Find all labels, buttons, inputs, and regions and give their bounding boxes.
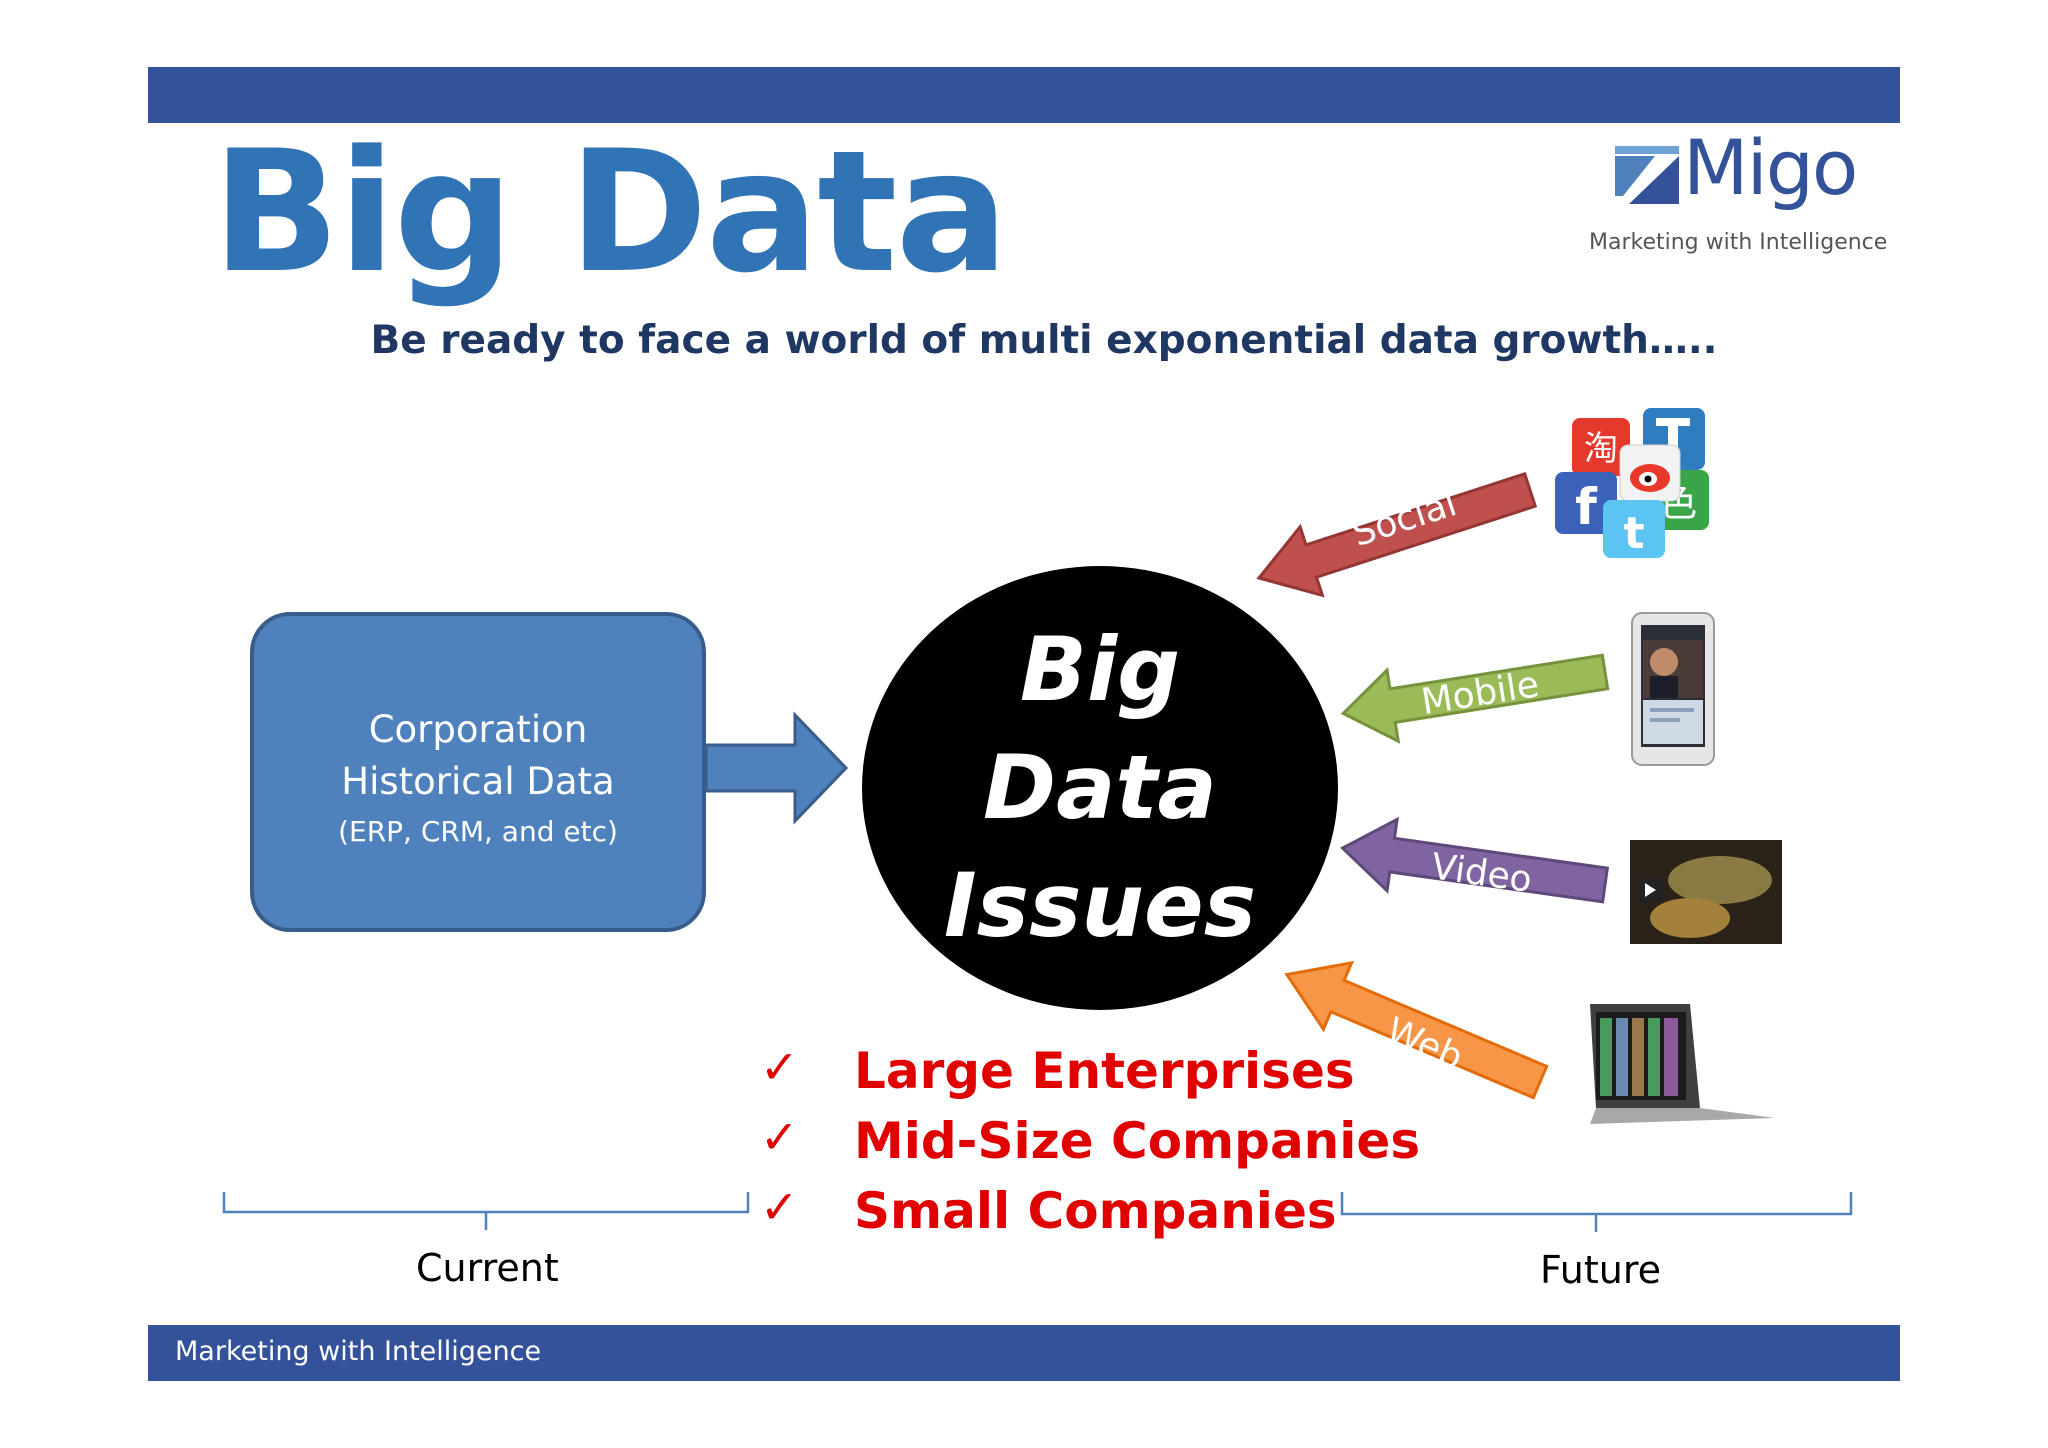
future-label: Future [1540, 1248, 1662, 1292]
current-brace [222, 1192, 750, 1230]
checkmark-icon: ✓ [760, 1040, 799, 1094]
checklist-label: Small Companies [854, 1182, 1337, 1240]
top-banner [148, 67, 1900, 123]
logo-tagline: Marketing with Intelligence [1589, 230, 1888, 255]
mobile-arrow-label: Mobile [1419, 664, 1542, 723]
footer-tagline: Marketing with Intelligence [175, 1336, 542, 1367]
svg-text:t: t [1623, 508, 1644, 559]
big-data-issues-circle: Big Data Issues [862, 566, 1338, 1010]
current-label: Current [416, 1246, 559, 1290]
current-to-issues-arrow [704, 711, 849, 825]
slide-subtitle: Be ready to face a world of multi expone… [370, 318, 1718, 363]
checklist-label: Mid-Size Companies [854, 1112, 1421, 1170]
historical-line-1: Corporation [368, 708, 588, 751]
circle-line-2: Data [983, 736, 1217, 839]
migo-logo-icon [1615, 146, 1679, 204]
svg-text:淘: 淘 [1584, 429, 1618, 469]
future-brace [1340, 1192, 1853, 1232]
mobile-arrow [1340, 653, 1610, 744]
laptop-icon [1590, 1004, 1775, 1124]
social-media-icons: 淘 色 f t [1555, 408, 1709, 559]
historical-line-3: (ERP, CRM, and etc) [338, 815, 618, 848]
slide-title: Big Data [212, 114, 1009, 310]
historical-data-box: Corporation Historical Data (ERP, CRM, a… [250, 612, 706, 932]
checkmark-icon: ✓ [760, 1180, 799, 1234]
social-arrow [1256, 471, 1538, 598]
smartphone-icon [1631, 612, 1715, 766]
logo-wordmark: Migo [1683, 123, 1858, 212]
bottom-banner [148, 1325, 1900, 1381]
circle-line-3: Issues [943, 854, 1257, 957]
video-arrow [1340, 816, 1610, 904]
checklist-label: Large Enterprises [854, 1042, 1355, 1100]
video-thumbnail-icon [1630, 840, 1782, 944]
svg-text:f: f [1575, 478, 1598, 536]
checkmark-icon: ✓ [760, 1110, 799, 1164]
circle-line-1: Big [1019, 618, 1181, 721]
web-arrow [1284, 960, 1549, 1100]
historical-line-2: Historical Data [341, 760, 615, 803]
